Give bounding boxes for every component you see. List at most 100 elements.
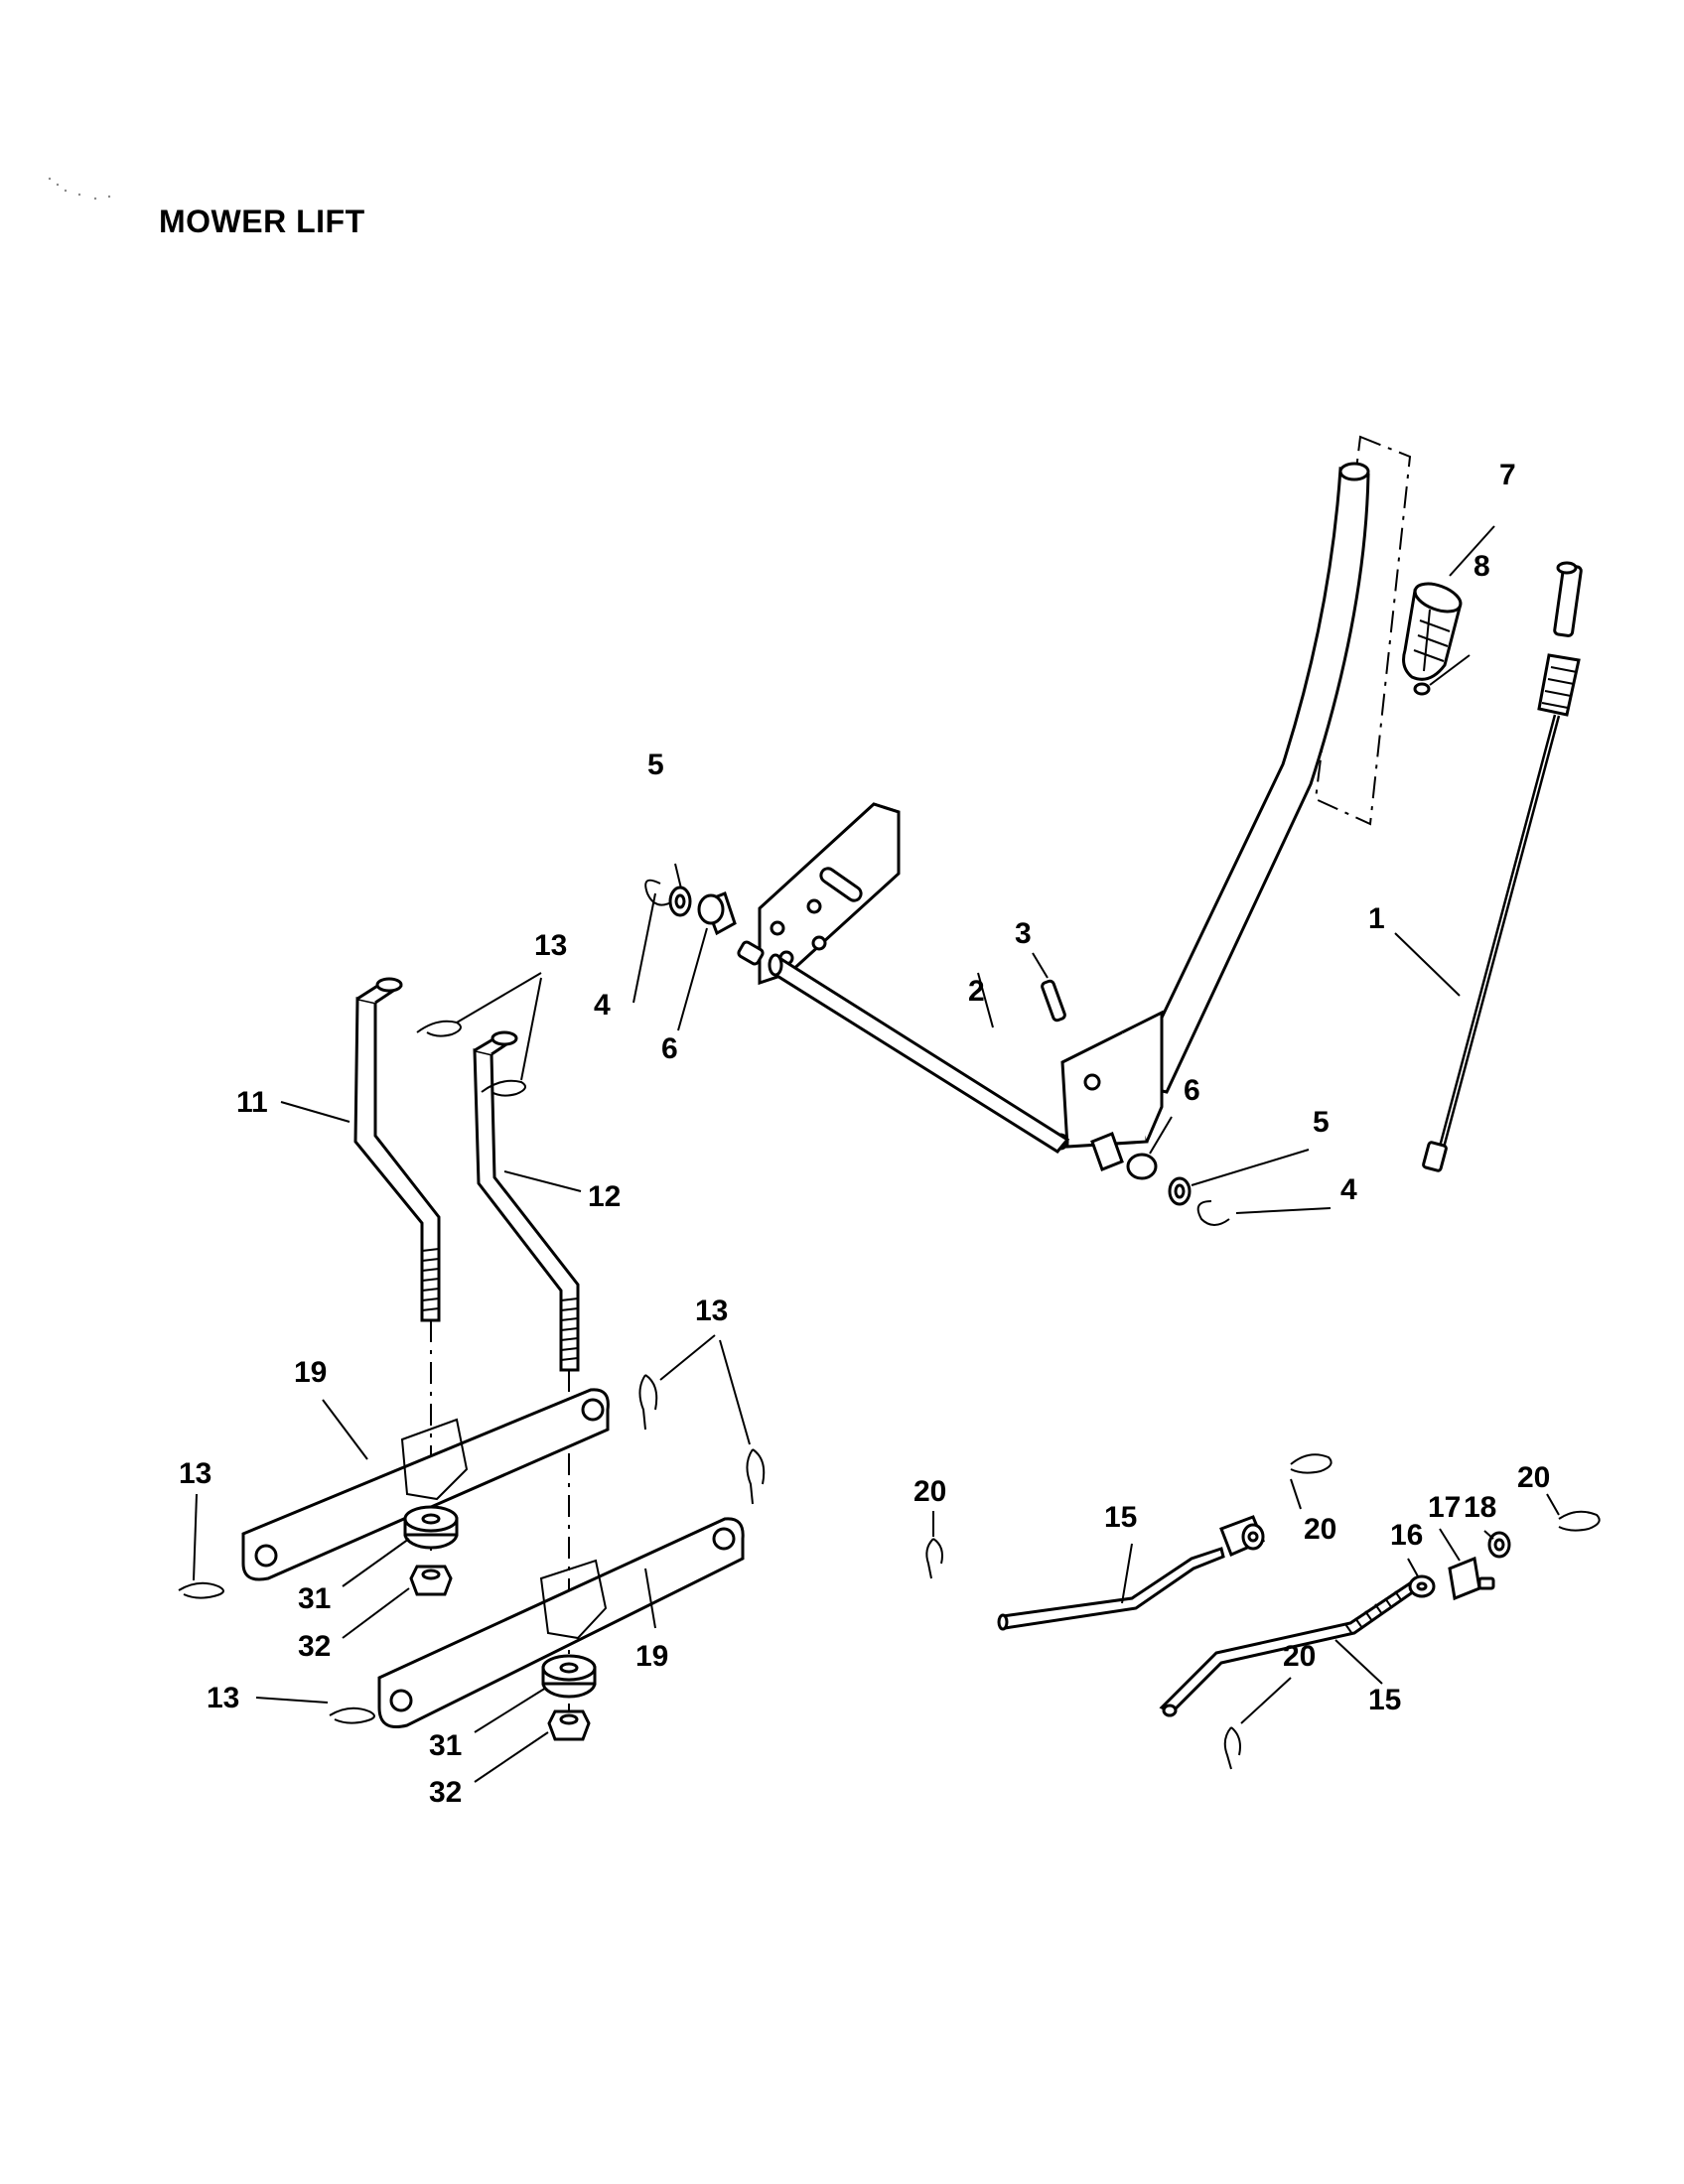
callout-13b: 13 [695,1295,728,1327]
leader-4b [1235,1207,1332,1214]
leader-5a [674,863,682,889]
leader-15a [1121,1543,1133,1604]
grip-part-7 [1402,582,1463,681]
leader-4a [632,892,656,1004]
callout-15b: 15 [1368,1684,1401,1716]
leader-2 [977,972,994,1028]
left-bushing-part-6 [697,891,737,936]
callout-31b: 31 [429,1729,462,1762]
nut-part-32-lower [547,1709,591,1741]
rod-part-1 [1422,561,1583,1172]
leader-31a [342,1538,410,1587]
leader-13c [193,1493,198,1581]
callout-7: 7 [1499,459,1516,491]
block-part-17 [1448,1556,1495,1601]
callout-13d: 13 [207,1682,239,1714]
mounting-plate [758,802,901,986]
callout-6a: 6 [661,1032,678,1065]
callout-18: 18 [1464,1491,1496,1524]
leader-18 [1483,1530,1494,1540]
leader-7 [1449,525,1495,577]
leader-19a [322,1399,368,1460]
hairpin-part-13-right [638,1374,766,1505]
callout-4b: 4 [1340,1173,1357,1206]
leader-20b [1290,1478,1302,1510]
leader-1 [1394,932,1461,997]
callout-20b: 20 [1304,1513,1336,1546]
lift-arm-part-19-lower [377,1517,745,1728]
callout-2: 2 [968,975,985,1008]
callout-8: 8 [1474,550,1490,583]
callout-5a: 5 [647,749,664,781]
leader-31b [474,1687,547,1733]
leader-13b-2 [719,1339,751,1445]
pin-part-3 [1041,979,1066,1023]
callout-13c: 13 [179,1457,211,1490]
callout-20d: 20 [1283,1640,1316,1673]
nut-part-18 [1487,1531,1511,1559]
callout-1: 1 [1368,902,1385,935]
leader-15b [1334,1639,1383,1685]
leader-12 [503,1170,582,1192]
right-retainer-part-4 [1196,1200,1230,1226]
leader-20c [1546,1493,1560,1516]
right-washer-part-5 [1168,1176,1192,1206]
cotter-pin-part-20-d [1223,1726,1241,1770]
bushing-part-31-upper [403,1505,459,1550]
callout-11: 11 [236,1086,268,1119]
callout-31a: 31 [298,1582,331,1615]
leader-13b-1 [659,1334,716,1381]
leader-19b [644,1568,656,1629]
leader-6b [1149,1116,1173,1155]
shaft-part-2 [737,940,1070,1154]
callout-16: 16 [1390,1519,1423,1552]
lift-handle [1052,462,1370,1151]
cotter-pin-part-20-c [1558,1510,1601,1532]
leader-32a [342,1587,410,1639]
cotter-pin-part-20-b [1290,1453,1333,1474]
hairpin-part-13-top [416,1020,526,1097]
left-retainer-part-4 [644,879,674,906]
hairpin-part-13-bottom [329,1706,375,1724]
scan-speckle [48,177,111,201]
callout-19b: 19 [635,1640,668,1673]
cotter-pin-part-20-a [925,1538,943,1579]
leader-6a [677,927,708,1031]
callout-12: 12 [588,1180,621,1213]
leader-3 [1032,952,1049,979]
left-washer-part-5 [668,886,692,917]
leader-16 [1407,1558,1419,1577]
callout-19a: 19 [294,1356,327,1389]
leader-13a-2 [520,977,542,1081]
callout-15a: 15 [1104,1501,1137,1534]
leader-13a-1 [456,972,542,1024]
callout-4a: 4 [594,989,611,1022]
callout-3: 3 [1015,917,1032,950]
adjust-rod-part-15-upper [997,1515,1265,1631]
leader-5b [1191,1149,1310,1186]
callout-20a: 20 [913,1475,946,1508]
lift-link-part-11 [353,977,441,1322]
callout-6b: 6 [1184,1074,1200,1107]
lift-arm-part-19-upper [241,1388,610,1581]
callout-17: 17 [1428,1491,1461,1524]
leader-8 [1429,654,1471,686]
leader-32b [474,1731,549,1783]
leader-17 [1439,1528,1461,1562]
callout-32b: 32 [429,1776,462,1809]
cap-part-8 [1413,682,1431,696]
lift-link-part-12 [473,1030,580,1372]
leader-20d [1240,1677,1292,1724]
bushing-part-31-lower [541,1654,597,1699]
callout-13a: 13 [534,929,567,962]
right-bushing-part-6 [1090,1132,1158,1180]
leader-13d [255,1697,329,1704]
hairpin-part-13-left [178,1581,224,1599]
callout-5b: 5 [1313,1106,1330,1139]
leader-11 [280,1101,351,1123]
callout-20c: 20 [1517,1461,1550,1494]
page-title: MOWER LIFT [159,204,365,239]
callout-32a: 32 [298,1630,331,1663]
nut-part-32-upper [409,1565,453,1596]
